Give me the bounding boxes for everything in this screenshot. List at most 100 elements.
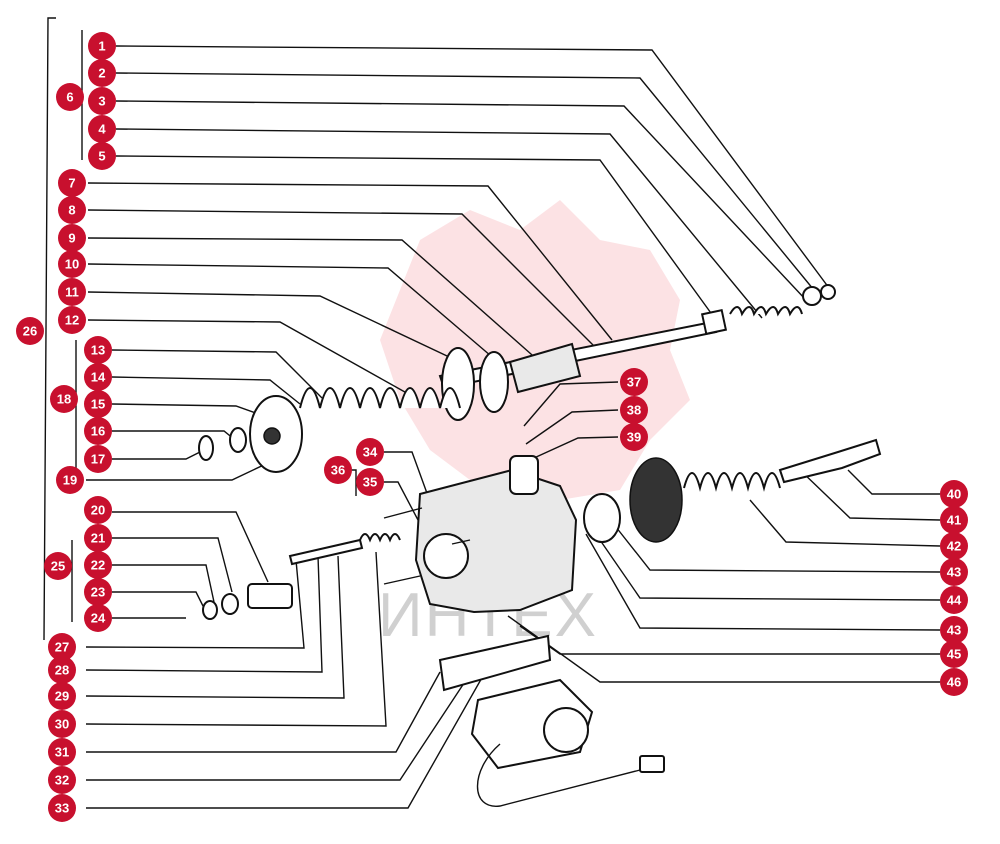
callout-2: 2 bbox=[88, 59, 116, 87]
callout-number: 13 bbox=[91, 343, 105, 358]
callout-22: 22 bbox=[84, 551, 112, 579]
top-boss bbox=[509, 455, 539, 495]
callout-19: 19 bbox=[56, 466, 84, 494]
leader-22 bbox=[112, 564, 215, 603]
callout-number: 24 bbox=[91, 611, 106, 626]
callout-badge bbox=[58, 196, 86, 224]
callout-10: 10 bbox=[58, 250, 86, 278]
callout-number: 15 bbox=[91, 397, 105, 412]
callout-badge bbox=[940, 640, 968, 668]
leader-19 bbox=[86, 461, 271, 481]
callout-number: 32 bbox=[55, 773, 69, 788]
callout-20: 20 bbox=[84, 496, 112, 524]
callout-23: 23 bbox=[84, 578, 112, 606]
callout-number: 2 bbox=[98, 66, 105, 81]
callout-badge bbox=[58, 306, 86, 334]
callout-badge bbox=[16, 317, 44, 345]
leader-41 bbox=[799, 469, 941, 521]
callout-7: 7 bbox=[58, 169, 86, 197]
main-spring bbox=[299, 387, 461, 409]
callout-number: 37 bbox=[627, 375, 641, 390]
callout-badge bbox=[88, 59, 116, 87]
callout-3: 3 bbox=[88, 87, 116, 115]
callout-number: 20 bbox=[91, 503, 105, 518]
callout-badge bbox=[940, 586, 968, 614]
callout-badge bbox=[324, 456, 352, 484]
callout-29: 29 bbox=[48, 682, 76, 710]
leader-39 bbox=[533, 436, 619, 459]
callout-34: 34 bbox=[356, 438, 384, 466]
leader-27 bbox=[85, 559, 305, 649]
callout-number: 12 bbox=[65, 313, 79, 328]
callout-number: 25 bbox=[51, 559, 65, 574]
right-diaphragm bbox=[629, 457, 683, 543]
callout-9: 9 bbox=[58, 224, 86, 252]
leader-15 bbox=[111, 403, 271, 419]
callout-number: 39 bbox=[627, 430, 641, 445]
callout-46: 46 bbox=[940, 668, 968, 696]
callout-8: 8 bbox=[58, 196, 86, 224]
callout-badge bbox=[44, 552, 72, 580]
leader-28 bbox=[85, 555, 323, 673]
callout-27: 27 bbox=[48, 633, 76, 661]
motor-cable bbox=[476, 743, 641, 807]
callout-number: 11 bbox=[65, 285, 79, 300]
callout-26: 26 bbox=[16, 317, 44, 345]
callout-25: 25 bbox=[44, 552, 72, 580]
callout-number: 16 bbox=[91, 424, 105, 439]
callout-35: 35 bbox=[356, 468, 384, 496]
ring-16 bbox=[229, 427, 247, 453]
callout-number: 22 bbox=[91, 558, 105, 573]
small-valve-pin bbox=[288, 538, 364, 566]
callout-14: 14 bbox=[84, 363, 112, 391]
callout-6: 6 bbox=[56, 83, 84, 111]
leader-12 bbox=[87, 319, 413, 397]
callout-badge bbox=[940, 558, 968, 586]
leader-21 bbox=[112, 537, 233, 593]
callout-number: 21 bbox=[91, 531, 105, 546]
callout-16: 16 bbox=[84, 417, 112, 445]
callout-31: 31 bbox=[48, 738, 76, 766]
callout-badge bbox=[56, 83, 84, 111]
callout-18: 18 bbox=[50, 385, 78, 413]
callout-15: 15 bbox=[84, 390, 112, 418]
callout-42: 42 bbox=[940, 532, 968, 560]
leader-13 bbox=[111, 349, 323, 399]
end-cap bbox=[820, 284, 836, 300]
cylinder-sleeve bbox=[508, 342, 582, 394]
callout-12: 12 bbox=[58, 306, 86, 334]
callout-number: 8 bbox=[68, 203, 75, 218]
watermark: ИНТЕХ bbox=[378, 200, 690, 650]
inlet-fitting bbox=[247, 583, 293, 609]
callout-number: 43 bbox=[947, 565, 961, 580]
callout-number: 28 bbox=[55, 663, 69, 678]
o-ring-large bbox=[479, 351, 509, 413]
callout-number: 38 bbox=[627, 403, 641, 418]
callout-13: 13 bbox=[84, 336, 112, 364]
callout-number: 45 bbox=[947, 647, 961, 662]
callout-40: 40 bbox=[940, 480, 968, 508]
callout-badge bbox=[58, 278, 86, 306]
leader-37 bbox=[523, 381, 619, 427]
end-washer bbox=[802, 286, 822, 306]
callout-number: 18 bbox=[57, 392, 71, 407]
callout-badge bbox=[84, 363, 112, 391]
leader-34 bbox=[384, 451, 429, 497]
leader-43b bbox=[585, 533, 941, 631]
callout-36: 36 bbox=[324, 456, 352, 484]
callout-badge bbox=[940, 616, 968, 644]
stud-2 bbox=[383, 575, 421, 585]
callout-badge bbox=[88, 87, 116, 115]
leader-7 bbox=[87, 182, 613, 341]
stud-1 bbox=[383, 507, 423, 519]
leader-38 bbox=[525, 409, 619, 445]
callout-number: 43 bbox=[947, 623, 961, 638]
bracket-26 bbox=[43, 17, 56, 641]
fitting-ring-22 bbox=[221, 593, 239, 615]
callout-number: 5 bbox=[98, 149, 105, 164]
callout-17: 17 bbox=[84, 445, 112, 473]
callout-number: 29 bbox=[55, 689, 69, 704]
callout-badge bbox=[84, 417, 112, 445]
callout-badge bbox=[356, 468, 384, 496]
callout-badge bbox=[88, 32, 116, 60]
